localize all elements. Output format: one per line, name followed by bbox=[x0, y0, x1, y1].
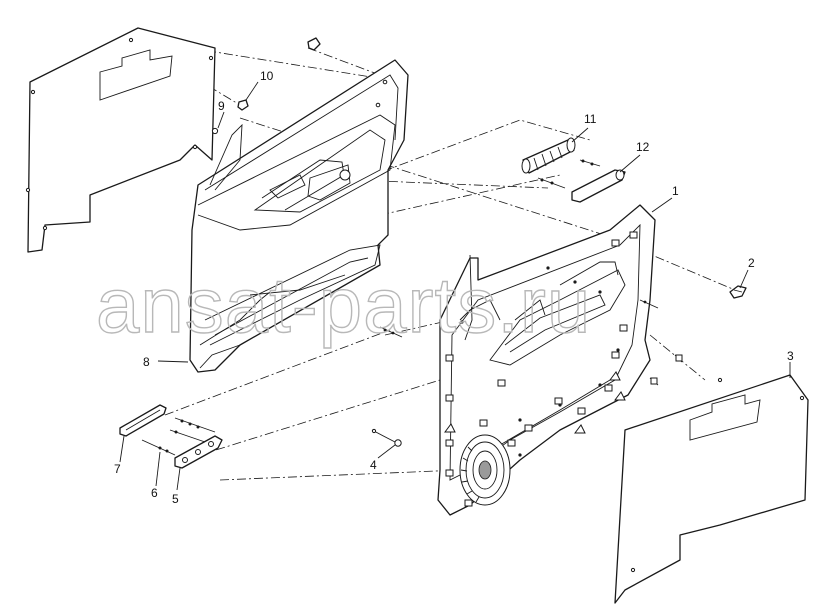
callout-9: 9 bbox=[218, 99, 225, 113]
callout-3: 3 bbox=[787, 349, 794, 363]
callout-12: 12 bbox=[636, 140, 650, 154]
trim-nut bbox=[237, 99, 249, 111]
insulation-sheet-right bbox=[614, 374, 809, 604]
trim-screw-small bbox=[211, 127, 219, 135]
retainer-clip-top bbox=[307, 37, 321, 51]
callout-6: 6 bbox=[151, 486, 158, 500]
mounting-holes-right-sheet bbox=[630, 377, 805, 573]
pull-handle-bar bbox=[119, 404, 167, 437]
pull-handle-bracket bbox=[174, 435, 223, 469]
trim-clip bbox=[729, 285, 747, 299]
panel-clip-bosses bbox=[444, 231, 638, 507]
mid-screws bbox=[379, 299, 683, 386]
handle-screws bbox=[537, 159, 601, 189]
armrest-pad bbox=[571, 169, 626, 203]
callout-labels: 1 2 3 4 5 6 7 8 9 10 11 12 bbox=[114, 69, 794, 506]
bracket-screws bbox=[141, 417, 216, 456]
callout-2: 2 bbox=[748, 256, 755, 270]
grab-handle-tube bbox=[521, 137, 576, 174]
mounting-holes-left-sheet bbox=[25, 37, 214, 231]
door-trim-panel-outer bbox=[189, 59, 409, 373]
speaker-grille bbox=[459, 434, 511, 506]
callout-8: 8 bbox=[143, 355, 150, 369]
callout-5: 5 bbox=[172, 492, 179, 506]
callout-10: 10 bbox=[260, 69, 274, 83]
callout-1: 1 bbox=[672, 184, 679, 198]
panel-fastener-dots bbox=[460, 266, 620, 457]
screw-with-washer bbox=[371, 428, 402, 447]
callout-7: 7 bbox=[114, 462, 121, 476]
callout-11: 11 bbox=[584, 112, 597, 126]
watermark-text: ansat-parts.ru bbox=[96, 261, 591, 349]
leader-lines bbox=[119, 81, 791, 491]
insulation-sheet-left bbox=[25, 27, 216, 253]
callout-4: 4 bbox=[370, 458, 377, 472]
door-trim-panel-inner bbox=[437, 204, 656, 516]
